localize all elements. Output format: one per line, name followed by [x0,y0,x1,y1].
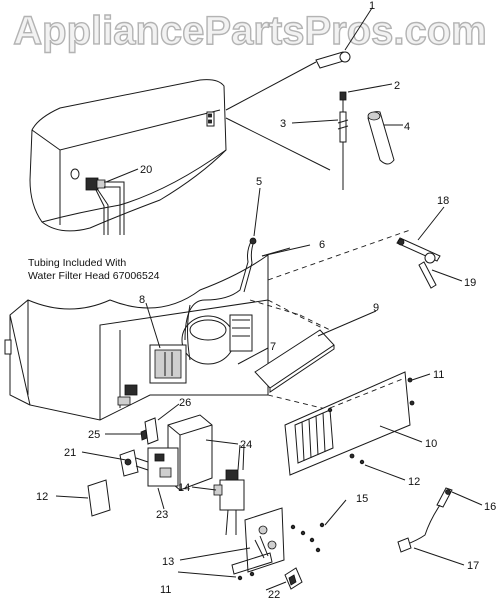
tubing-note: Tubing Included With Water Filter Head 6… [28,257,160,282]
callout-19: 19 [464,277,476,289]
callout-16: 16 [484,501,496,513]
part-22-clip [284,567,303,590]
callout-25: 25 [88,429,100,441]
callout-21: 21 [64,447,76,459]
callout-17: 17 [467,560,479,572]
screws [237,459,365,581]
callout-12-left: 12 [36,491,48,503]
part-10-access-panel [284,371,415,476]
callout-14: 14 [178,482,190,494]
callout-labels: 1 2 3 4 5 6 7 8 9 10 11 11 12 12 13 14 1… [36,0,496,600]
callout-4: 4 [404,121,410,133]
callout-8: 8 [139,294,145,306]
callout-5: 5 [256,176,262,188]
parts-21-26-control-assembly [87,414,213,517]
leader-lines [55,7,483,591]
note-line-2: Water Filter Head 67006524 [28,270,160,282]
callout-3: 3 [280,118,286,130]
watermark-logo: AppliancePartsPros.com [13,8,488,53]
callout-6: 6 [319,239,325,251]
callout-23: 23 [156,509,168,521]
part-20-fitting [85,177,125,235]
cabinet-lower [4,254,269,421]
watermark-text: AppliancePartsPros.com [13,9,487,53]
parts-18-19 [396,237,441,289]
callout-20: 20 [140,164,152,176]
parts-16-17 [397,487,453,553]
callout-26: 26 [179,397,191,409]
callout-2: 2 [394,80,400,92]
callout-22: 22 [268,589,280,600]
callout-18: 18 [437,195,449,207]
callout-7: 7 [270,341,276,353]
dashed-projections [249,229,411,411]
callout-1: 1 [369,0,375,12]
callout-10: 10 [425,438,437,450]
note-line-1: Tubing Included With [28,257,126,269]
cabinet-upper-cutaway [29,79,227,232]
callout-13: 13 [162,556,174,568]
callout-11-bottom: 11 [160,584,171,596]
callout-9: 9 [373,302,379,314]
callout-12-right: 12 [408,476,420,488]
part-9-panel [254,329,335,393]
callout-11-top: 11 [433,369,444,381]
callout-15: 15 [356,493,368,505]
callout-24: 24 [240,439,252,451]
parts-1-4-group [225,51,395,190]
parts-13-14-valve [213,444,285,575]
